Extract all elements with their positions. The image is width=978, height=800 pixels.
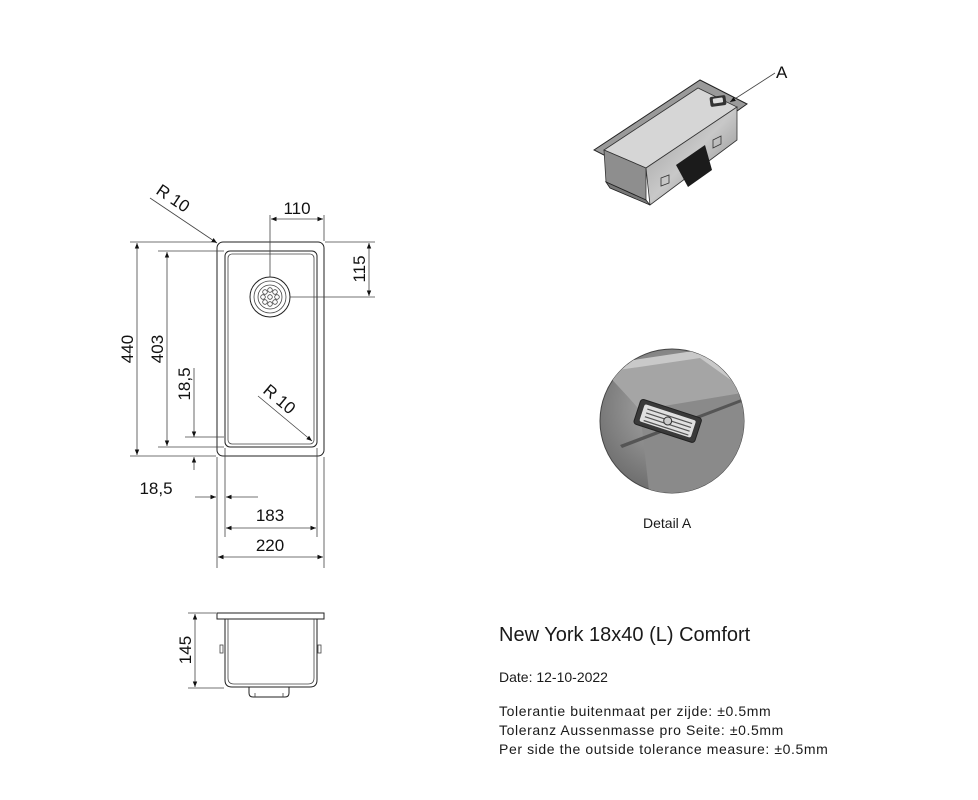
drawing-date: Date: 12-10-2022 (499, 669, 608, 685)
tolerance-dutch: Tolerantie buitenmaat per zijde: ±0.5mm (499, 703, 772, 719)
tolerance-english: Per side the outside tolerance measure: … (499, 741, 829, 757)
dim-rim-bottom: 18,5 (175, 367, 194, 400)
dim-depth: 145 (176, 636, 195, 664)
dim-radius-inner: R 10 (259, 381, 299, 419)
callout-a-label: A (776, 63, 788, 82)
isometric-view: A (593, 63, 788, 206)
detail-caption: Detail A (643, 515, 692, 531)
dim-radius-outer: R 10 (153, 181, 193, 217)
dim-drain-offset-y: 115 (350, 255, 369, 282)
product-title: New York 18x40 (L) Comfort (499, 624, 751, 646)
drain-cover (676, 145, 712, 187)
dim-outer-width: 220 (256, 536, 284, 555)
sink-outer-outline (216, 241, 325, 457)
side-view: 145 (176, 612, 325, 698)
dim-inner-length: 403 (148, 335, 167, 363)
top-view: 440 403 18,5 115 110 R 10 R 10 18,5 183 … (118, 181, 375, 568)
dim-inner-width: 183 (256, 506, 284, 525)
dim-outer-length: 440 (118, 335, 137, 363)
sink-bowl-edge (227, 253, 315, 445)
tolerance-german: Toleranz Aussenmasse pro Seite: ±0.5mm (499, 722, 784, 738)
side-rim (216, 612, 325, 620)
dim-rim-side: 18,5 (139, 479, 172, 498)
detail-a-view (599, 348, 745, 494)
side-drain (248, 687, 290, 698)
dim-drain-offset-x: 110 (283, 199, 310, 218)
drain (249, 276, 291, 318)
sink-inner-outline (224, 250, 318, 448)
side-bowl (224, 619, 318, 688)
